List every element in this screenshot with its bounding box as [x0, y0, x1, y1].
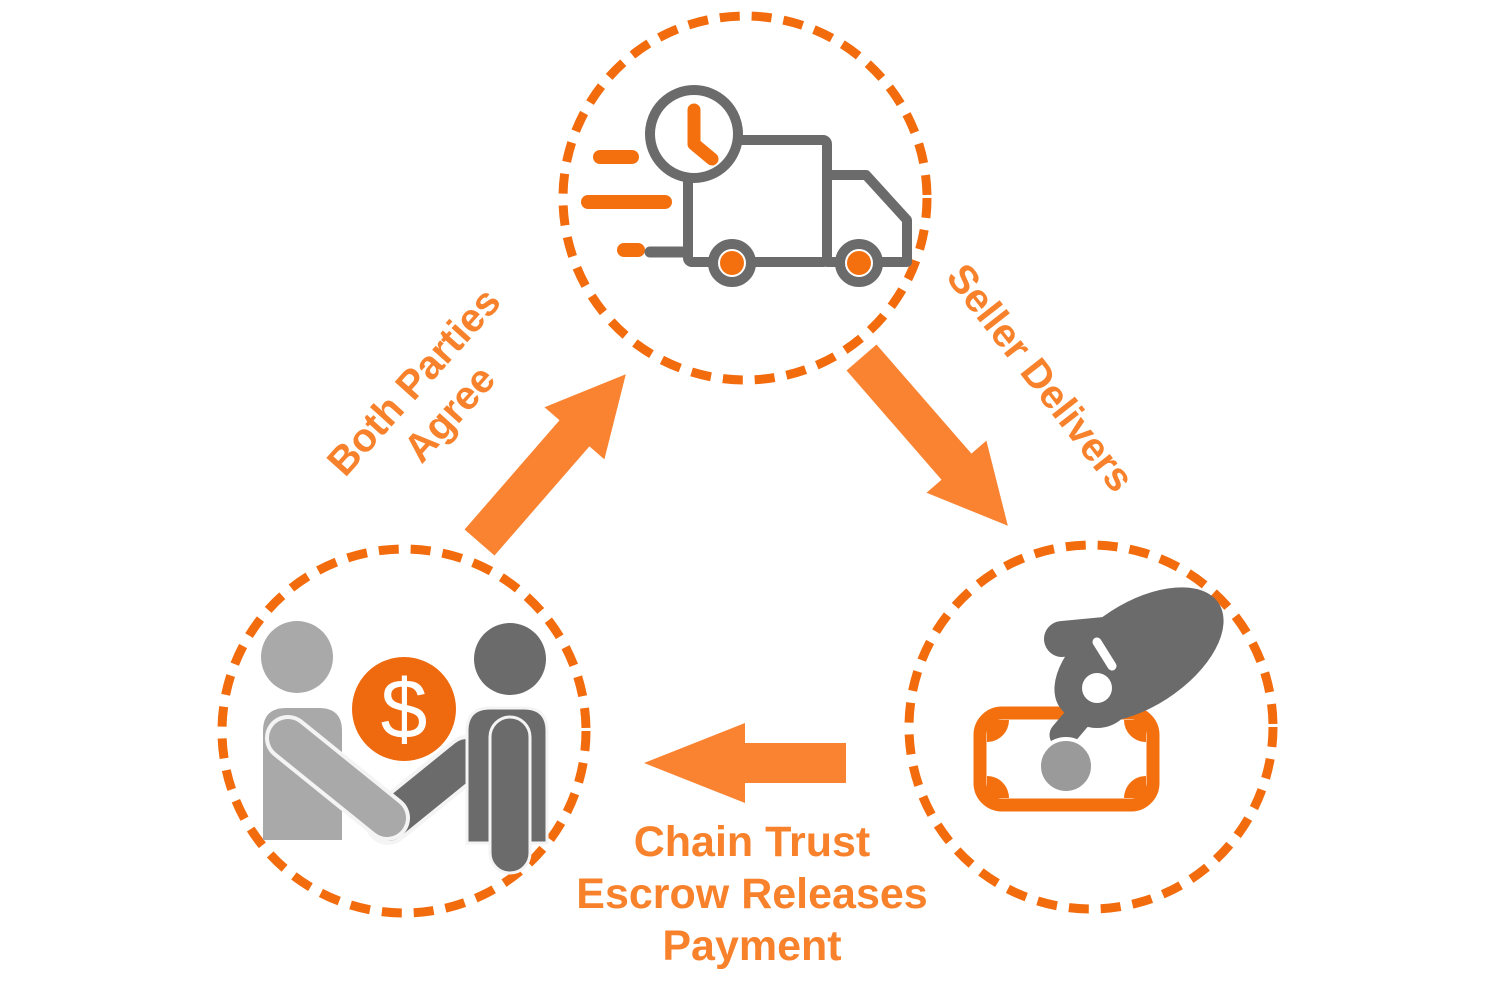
seller-head [474, 623, 546, 695]
coin [1037, 737, 1095, 795]
dashed-circle [558, 11, 932, 385]
dollar-badge [352, 657, 456, 761]
truck-wheels [708, 239, 883, 287]
hand [1044, 587, 1224, 749]
agreement-node: $ [217, 544, 591, 918]
fast-delivery-truck-icon [581, 85, 912, 287]
hand-paying-cash-icon [973, 587, 1224, 812]
label-escrow-releases-payment: Chain Trust Escrow Releases Payment [492, 816, 1012, 972]
label-line: Escrow Releases [576, 870, 928, 918]
label-line: Payment [662, 922, 842, 970]
deliver-arrow-icon [846, 344, 1008, 526]
truck-cab [822, 170, 912, 267]
banknote-corners [987, 720, 1146, 798]
dollar-sign: $ [381, 662, 428, 756]
agree-arrow-icon [464, 374, 626, 556]
delivery-node [558, 11, 932, 385]
release-arrow-icon [644, 723, 846, 803]
speed-lines-icon [581, 150, 672, 257]
buyer-head [261, 621, 333, 693]
handshake-agreement-icon: $ [261, 621, 549, 875]
dashed-circle [217, 544, 591, 918]
label-line: Chain Trust [633, 818, 871, 866]
dashed-circle [904, 540, 1278, 914]
buyer-arm [269, 719, 406, 837]
clock-hands [687, 103, 719, 166]
payment-node [904, 540, 1278, 914]
seller-hanging-arm [488, 715, 532, 875]
